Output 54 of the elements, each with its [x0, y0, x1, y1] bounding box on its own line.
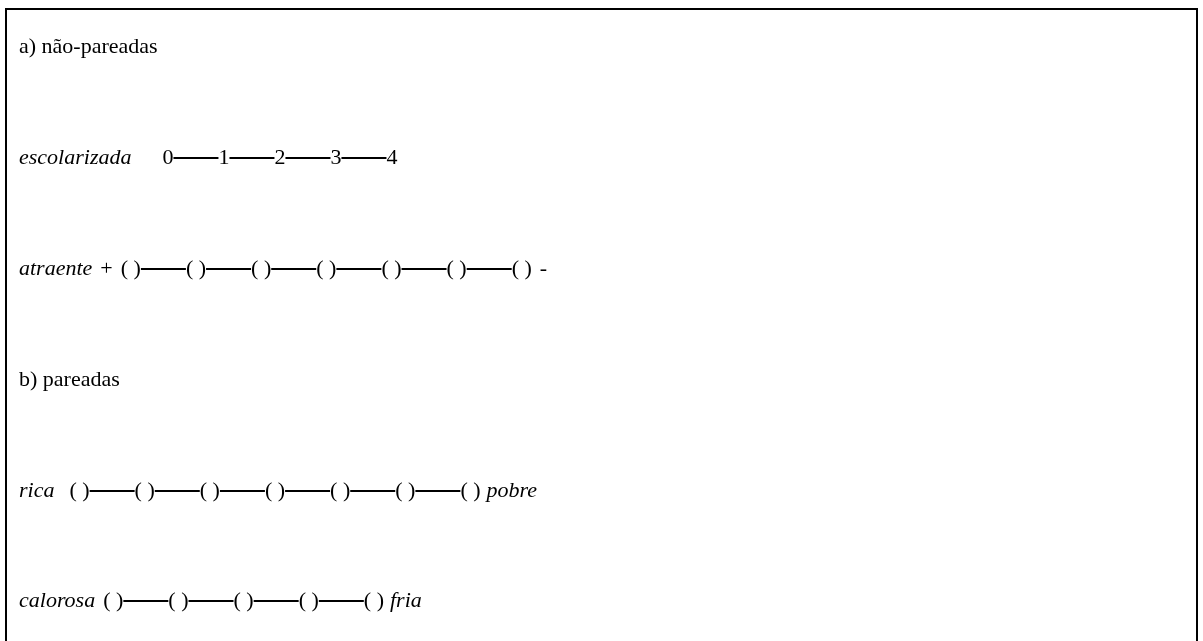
connector-line [88, 490, 136, 492]
connector-line [284, 490, 332, 492]
scale-point: 4 [386, 144, 398, 170]
connector-line [335, 268, 383, 270]
checkbox-field: ( ) [381, 255, 402, 281]
connector-line [205, 268, 253, 270]
checkbox-field: ( ) [316, 255, 337, 281]
checkbox-field: ( ) [460, 477, 481, 503]
scale-label: calorosa [19, 587, 96, 613]
scale-label: rica [19, 477, 55, 503]
connector-line [400, 268, 448, 270]
connector-line [187, 600, 235, 602]
scale-point: 3 [330, 144, 342, 170]
checkbox-field: ( ) [395, 477, 416, 503]
checkbox-field: ( ) [511, 255, 532, 281]
connector-line [218, 490, 266, 492]
scale-label: escolarizada [19, 144, 132, 170]
checkbox-field: ( ) [168, 587, 189, 613]
checkbox-field: ( ) [363, 587, 384, 613]
scale-label: fria [389, 587, 422, 613]
section-heading: a) não-pareadas [19, 33, 158, 59]
checkbox-field: ( ) [330, 477, 351, 503]
checkbox-field: ( ) [446, 255, 467, 281]
scale-point: 0 [162, 144, 174, 170]
connector-line [340, 157, 388, 159]
scale-point: 1 [218, 144, 230, 170]
scale-label: atraente [19, 255, 93, 281]
connector-line [465, 268, 513, 270]
scale-label: pobre [486, 477, 538, 503]
connector-line [228, 157, 276, 159]
checkbox-field: ( ) [185, 255, 207, 281]
connector-line [317, 600, 365, 602]
connector-line [252, 600, 300, 602]
connector-line [139, 268, 187, 270]
pole-sign: + [100, 255, 113, 281]
connector-line [414, 490, 462, 492]
checkbox-field: ( ) [199, 477, 220, 503]
connector-line [122, 600, 170, 602]
scale-point: 2 [274, 144, 286, 170]
pole-sign: - [539, 255, 548, 281]
section-heading: b) pareadas [19, 366, 120, 392]
connector-line [270, 268, 318, 270]
checkbox-field: ( ) [251, 255, 272, 281]
connector-line [349, 490, 397, 492]
connector-line [284, 157, 332, 159]
checkbox-field: ( ) [134, 477, 155, 503]
checkbox-field: ( ) [103, 587, 124, 613]
checkbox-field: ( ) [264, 477, 286, 503]
checkbox-field: ( ) [120, 255, 141, 281]
checkbox-field: ( ) [69, 477, 90, 503]
connector-line [172, 157, 220, 159]
checkbox-field: ( ) [233, 587, 254, 613]
connector-line [153, 490, 201, 492]
checkbox-field: ( ) [298, 587, 319, 613]
